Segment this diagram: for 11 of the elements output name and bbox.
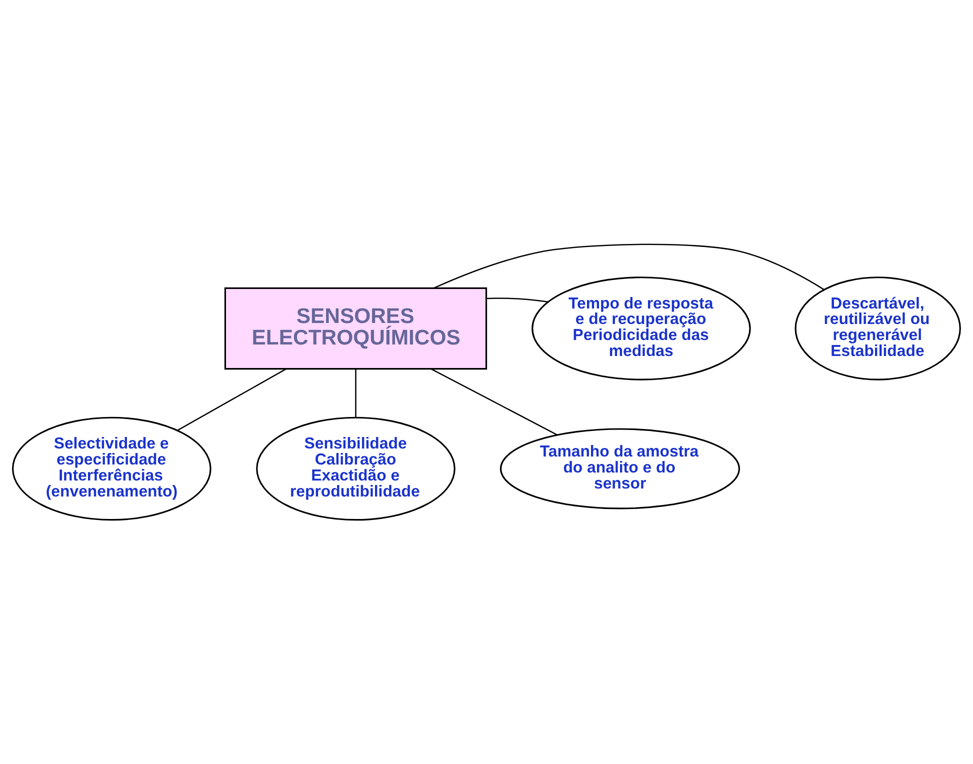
connector	[486, 298, 548, 303]
node-box: SENSORES ELECTROQUÍMICOS	[224, 287, 488, 370]
connector	[434, 244, 824, 290]
node-ellipse: Tamanho da amostra do analito e do sensor	[500, 428, 740, 510]
node-ellipse: Descartável, reutilizável ou regenerável Estabilidade	[794, 276, 961, 380]
node-ellipse: Selectividade e especificidade Interferências (envenenamento)	[12, 416, 212, 521]
connector	[355, 369, 356, 418]
connector	[430, 368, 558, 436]
node-ellipse: Sensibilidade Calibração Exactidão e reprodutibilidade	[256, 416, 456, 521]
node-ellipse: Tempo de resposta e de recuperação Periodicidade das medidas	[532, 276, 751, 380]
connector	[177, 368, 286, 431]
